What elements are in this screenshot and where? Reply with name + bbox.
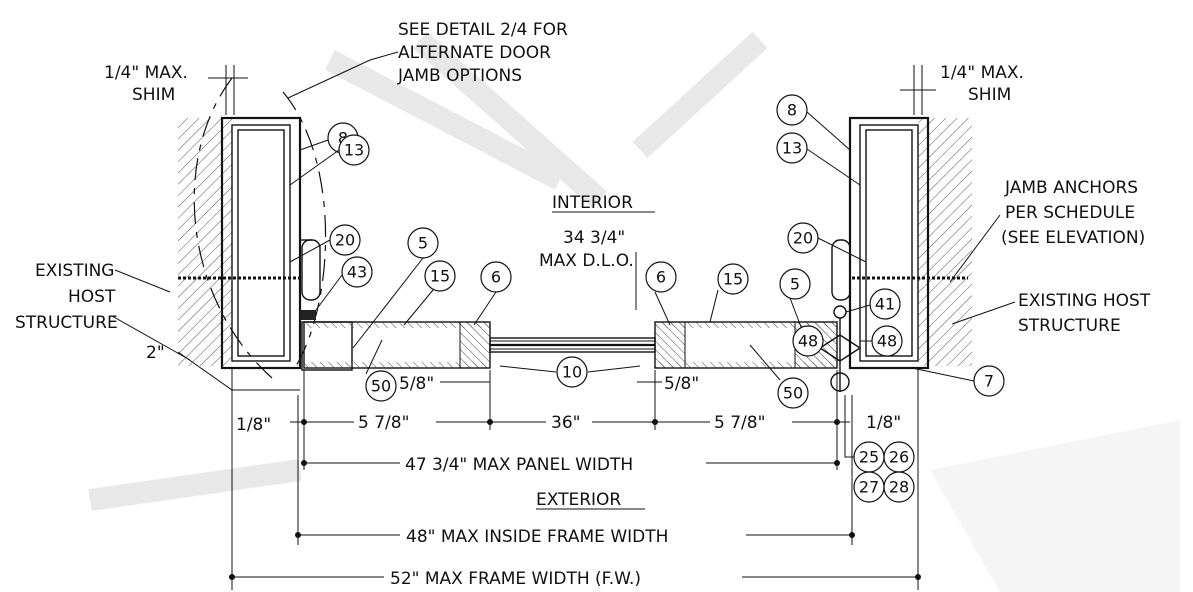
svg-text:7: 7 [984,372,994,391]
callout-28: 28 [883,471,915,503]
svg-text:6: 6 [656,268,666,287]
callout-6-right: 6 [645,261,677,326]
svg-text:41: 41 [875,295,895,314]
svg-text:STRUCTURE: STRUCTURE [15,313,118,333]
door-panel [300,305,862,392]
dimension-panel-width: 47 3/4" MAX PANEL WIDTH [301,452,840,475]
svg-text:15: 15 [723,270,743,289]
see-detail-note: SEE DETAIL 2/4 FOR ALTERNATE DOOR JAMB O… [287,20,568,99]
callout-10: 10 [499,356,641,388]
svg-text:27: 27 [859,478,879,497]
callout-25: 25 [844,395,885,473]
host-structure-right [918,118,972,366]
svg-text:6: 6 [491,268,501,287]
callout-13-right: 13 [776,132,861,186]
callout-7: 7 [911,365,1005,397]
callout-5-right: 5 [779,268,811,341]
exterior-label: EXTERIOR [536,490,621,510]
svg-text:48: 48 [877,332,897,351]
callout-20-right: 20 [787,222,867,263]
svg-text:34 3/4": 34 3/4" [563,228,625,248]
svg-text:10: 10 [562,363,582,382]
callout-48-right: 48 [860,325,903,357]
svg-text:JAMB OPTIONS: JAMB OPTIONS [397,66,522,86]
host-structure-note-left: EXISTING HOST STRUCTURE [15,261,191,361]
svg-text:PER SCHEDULE: PER SCHEDULE [1005,203,1135,223]
dim-5-8-right: 5/8" [637,374,699,394]
host-structure-note-right: EXISTING HOST STRUCTURE [951,291,1151,336]
svg-text:26: 26 [889,448,909,467]
shim-note-left: 1/4" MAX. SHIM [104,63,248,115]
svg-text:5: 5 [790,275,800,294]
svg-text:SHIM: SHIM [132,85,175,105]
svg-text:5 7/8": 5 7/8" [714,413,765,433]
svg-text:5 7/8": 5 7/8" [358,413,409,433]
right-jamb-frame [831,116,930,370]
svg-text:48: 48 [798,332,818,351]
dimension-string-panel: 5 7/8" 36" 5 7/8" 1/8" [290,370,914,470]
callout-43: 43 [315,256,373,311]
interior-label: INTERIOR [552,193,633,213]
svg-text:28: 28 [889,478,909,497]
svg-text:25: 25 [859,448,879,467]
shim-note-right: 1/4" MAX. SHIM [900,63,1024,115]
dlo-note: 34 3/4" MAX D.L.O. [539,228,637,310]
callout-13-left: 13 [289,134,370,186]
svg-text:ALTERNATE DOOR: ALTERNATE DOOR [398,43,551,63]
svg-text:SEE DETAIL 2/4 FOR: SEE DETAIL 2/4 FOR [398,20,568,40]
svg-text:EXISTING: EXISTING [35,261,114,281]
svg-text:STRUCTURE: STRUCTURE [1018,316,1121,336]
watermark [88,31,1180,592]
svg-text:MAX D.L.O.: MAX D.L.O. [539,251,634,271]
callout-50-left: 50 [365,339,397,402]
svg-text:36": 36" [551,413,580,433]
svg-text:JAMB ANCHORS: JAMB ANCHORS [1004,178,1138,198]
svg-text:1/4" MAX.: 1/4" MAX. [940,63,1024,83]
svg-text:20: 20 [335,231,355,250]
svg-text:2": 2" [146,343,165,363]
svg-text:47 3/4" MAX PANEL WIDTH: 47 3/4" MAX PANEL WIDTH [405,455,633,475]
dim-5-8-left: 5/8" [399,374,490,394]
dimension-inside-frame-width: 48" MAX INSIDE FRAME WIDTH [295,395,855,547]
svg-text:HOST: HOST [68,287,116,307]
svg-text:5/8": 5/8" [664,374,699,394]
callout-15-left: 15 [403,260,456,326]
svg-text:52" MAX FRAME WIDTH (F.W.): 52" MAX FRAME WIDTH (F.W.) [390,569,641,589]
callout-41: 41 [845,288,901,320]
dimension-frame-width: 52" MAX FRAME WIDTH (F.W.) [229,368,921,590]
svg-text:43: 43 [347,263,367,282]
svg-text:13: 13 [344,141,364,160]
callout-50-right: 50 [749,344,809,409]
svg-text:8: 8 [338,129,348,148]
dim-1-8-left: 1/8" [236,415,271,435]
svg-text:1/8": 1/8" [236,415,271,435]
svg-text:50: 50 [783,384,803,403]
svg-text:5: 5 [418,234,428,253]
svg-text:8: 8 [787,101,797,120]
svg-text:1/8": 1/8" [866,413,901,433]
svg-text:1/4" MAX.: 1/4" MAX. [104,63,188,83]
left-jamb-frame [193,77,327,379]
callout-5-left: 5 [352,227,439,349]
svg-text:15: 15 [430,267,450,286]
callout-6-left: 6 [473,261,512,326]
svg-text:13: 13 [782,139,802,158]
callout-15-right: 15 [709,263,749,323]
callout-26: 26 [883,441,915,473]
callout-20-left: 20 [289,224,361,263]
svg-text:SHIM: SHIM [968,85,1011,105]
svg-text:20: 20 [793,229,813,248]
host-structure-left [178,118,232,366]
callout-8-right: 8 [776,94,851,151]
callout-48-left: 48 [792,325,824,357]
svg-text:48" MAX INSIDE FRAME WIDTH: 48" MAX INSIDE FRAME WIDTH [406,527,668,547]
svg-text:EXISTING HOST: EXISTING HOST [1018,291,1151,311]
svg-text:(SEE ELEVATION): (SEE ELEVATION) [1001,228,1145,248]
jamb-anchors-note: JAMB ANCHORS PER SCHEDULE (SEE ELEVATION… [949,178,1145,283]
svg-text:50: 50 [371,377,391,396]
callout-27: 27 [853,471,885,503]
svg-text:5/8": 5/8" [399,374,434,394]
